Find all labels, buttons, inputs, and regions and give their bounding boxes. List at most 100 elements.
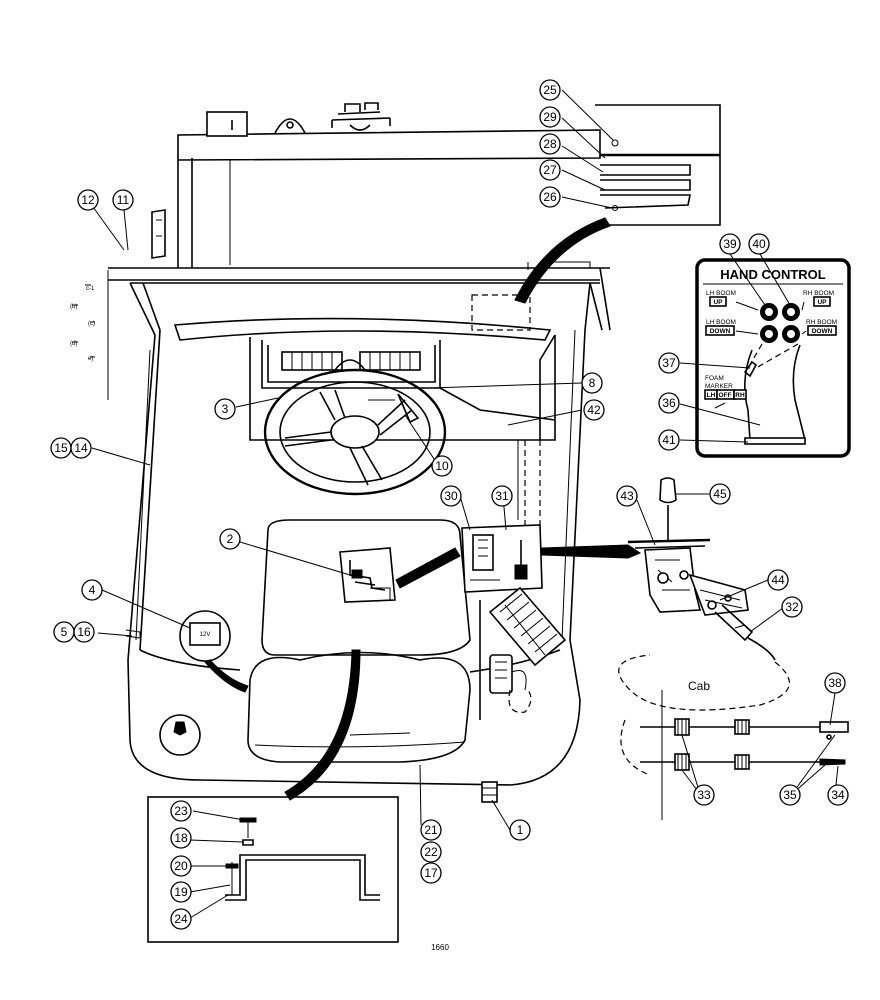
svg-text:27: 27 [543,163,557,177]
lh-boom-down-label: LH BOOM [706,319,736,326]
svg-text:25: 25 [543,83,557,97]
lh-down-label: DOWN [710,328,731,335]
svg-text:42: 42 [587,403,601,417]
callout-10: 10 [431,455,453,477]
foam-lh-label: LH [707,392,716,399]
callout-20: 20 [170,855,192,877]
callout-41: 41 [658,429,680,451]
callout-12: 12 [77,189,99,211]
callout-21: 21 [420,819,442,841]
callout-44: 44 [767,569,789,591]
callout-28: 28 [539,133,561,155]
hand-control-title: HAND CONTROL [720,267,825,282]
callout-39: 39 [719,233,741,255]
boom-buttons [760,303,800,343]
callout-24: 24 [170,908,192,930]
control-lever [627,477,776,661]
console-and-pedals [461,524,642,720]
callout-8: 8 [581,372,603,394]
svg-text:14: 14 [74,441,88,455]
cab-body: c-1 (b) (c) (d) e) [70,102,611,786]
callout-38: 38 [824,672,846,694]
svg-text:11: 11 [117,193,130,207]
svg-text:10: 10 [435,459,449,473]
callout-5: 5 [53,621,75,643]
svg-text:40: 40 [752,237,766,251]
decal-inset [514,104,721,304]
rh-boom-up-label: RH BOOM [803,290,834,297]
svg-text:2: 2 [227,532,234,546]
svg-text:28: 28 [543,137,557,151]
svg-text:26: 26 [543,190,557,204]
svg-text:5: 5 [61,625,68,639]
seat-mount-inset [147,796,399,943]
svg-text:39: 39 [723,237,737,251]
svg-text:44: 44 [771,573,785,587]
svg-text:16: 16 [77,625,91,639]
svg-text:4: 4 [89,583,96,597]
foam-rh-label: RH [735,392,745,399]
callout-1: 1 [509,819,531,841]
callout-17: 17 [420,862,442,884]
callout-40: 40 [748,233,770,255]
svg-text:(d): (d) [70,341,77,347]
foam-label: FOAM [705,375,724,382]
rh-boom-down-label: RH BOOM [806,319,837,326]
cab-label: Cab [688,679,710,693]
callout-35: 35 [779,784,801,806]
svg-text:8: 8 [589,376,596,390]
drawing-number: 1660 [431,943,449,952]
hand-control-panel: HAND CONTROL LH BOOM UP RH BOOM UP LH BO… [695,258,851,458]
svg-text:22: 22 [424,845,438,859]
callout-15: 15 [50,437,72,459]
svg-text:24: 24 [174,912,188,926]
svg-text:45: 45 [713,487,727,501]
callout-27: 27 [539,159,561,181]
seat [247,519,471,763]
callout-37: 37 [658,352,680,374]
svg-text:(c): (c) [88,321,95,327]
callout-14: 14 [70,437,92,459]
svg-text:37: 37 [662,356,676,370]
svg-text:3: 3 [222,402,229,416]
cable-assembly: Cab [618,654,849,820]
svg-text:30: 30 [444,489,458,503]
svg-text:34: 34 [831,788,845,802]
rh-down-label: DOWN [812,328,833,335]
svg-text:20: 20 [174,859,188,873]
svg-text:41: 41 [662,433,676,447]
marker-label: MARKER [705,383,733,390]
svg-text:29: 29 [543,110,557,124]
svg-text:43: 43 [620,489,634,503]
callout-11: 11 [112,189,134,211]
callout-16: 16 [73,621,95,643]
callout-30: 30 [440,485,462,507]
callout-4: 4 [81,579,103,601]
svg-text:31: 31 [495,489,509,503]
callout-19: 19 [170,881,192,903]
callout-43: 43 [616,485,638,507]
callout-23: 23 [170,800,192,822]
floor-items: 12V [125,610,498,803]
callout-3: 3 [214,398,236,420]
svg-text:c-1: c-1 [86,286,95,292]
svg-text:23: 23 [174,804,188,818]
svg-text:12: 12 [81,193,95,207]
svg-text:e): e) [88,356,93,362]
svg-text:38: 38 [828,676,842,690]
callout-18: 18 [170,827,192,849]
svg-text:36: 36 [662,396,676,410]
svg-text:19: 19 [174,885,188,899]
svg-text:21: 21 [424,823,438,837]
svg-text:17: 17 [424,866,438,880]
callout-34: 34 [827,784,849,806]
svg-text:12V: 12V [200,632,211,638]
steering-wheel [263,368,447,496]
svg-text:18: 18 [174,831,188,845]
svg-text:(b): (b) [70,304,77,310]
leader-lines [87,89,839,919]
svg-text:32: 32 [785,600,799,614]
callout-2: 2 [219,528,241,550]
lh-boom-up-label: LH BOOM [706,290,736,297]
